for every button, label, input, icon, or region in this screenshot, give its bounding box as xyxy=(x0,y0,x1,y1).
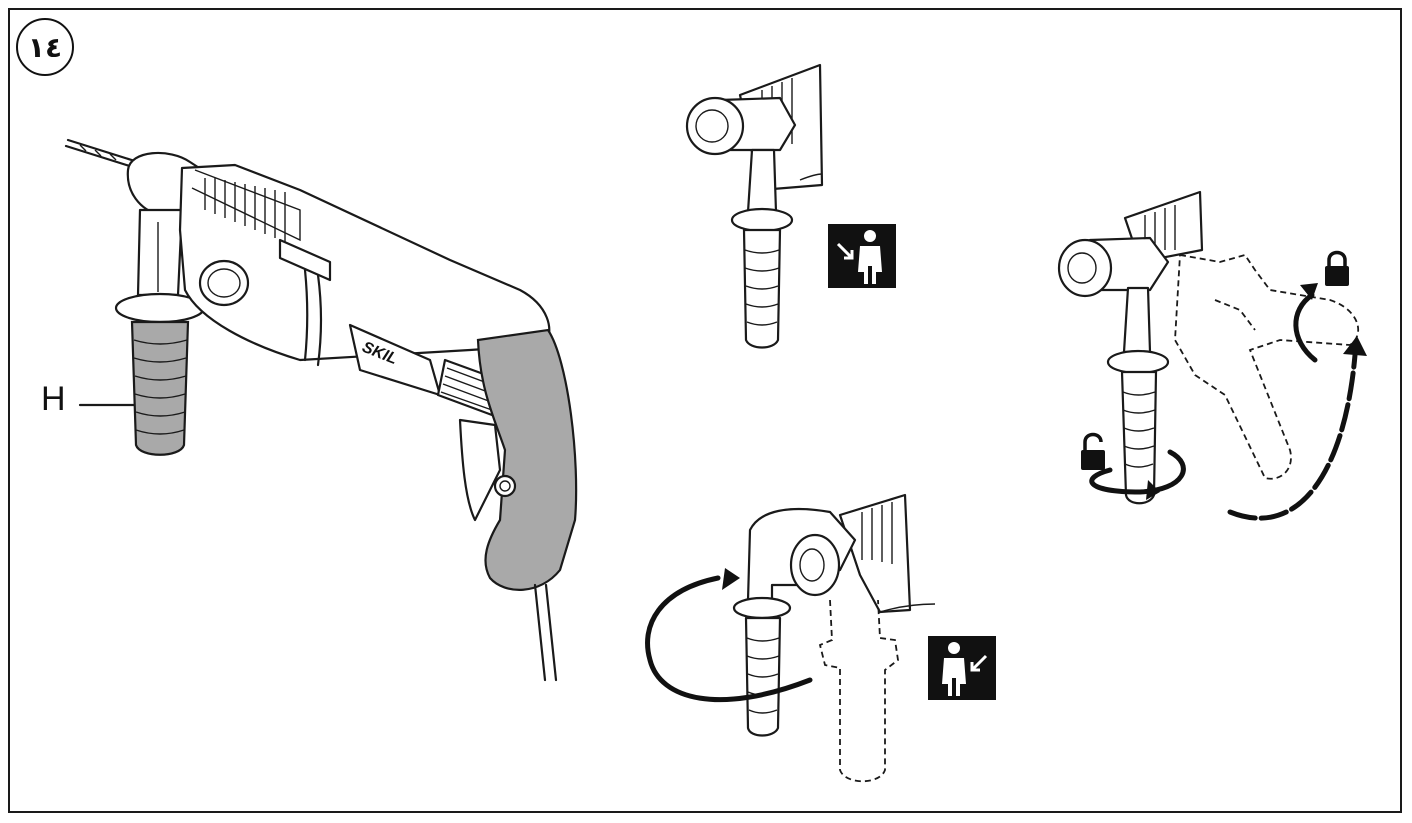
lock-closed-icon xyxy=(1325,250,1349,286)
adjust-view xyxy=(1057,190,1367,521)
person-arrow-left-icon xyxy=(928,636,996,700)
handle-ribs xyxy=(133,339,188,435)
cooling-fins xyxy=(191,169,301,242)
left-hand-view xyxy=(645,493,996,783)
part-label-h: H xyxy=(41,380,66,418)
figure-number-badge: ١٤ xyxy=(16,18,74,76)
person-arrow-right-icon xyxy=(828,224,896,288)
drill-illustration: SKIL xyxy=(64,138,578,682)
auxiliary-handle xyxy=(130,320,190,456)
figure-number: ١٤ xyxy=(27,30,63,64)
right-hand-view xyxy=(685,63,896,349)
lock-open-icon xyxy=(1081,432,1105,470)
main-handle xyxy=(476,328,578,591)
drill-bit xyxy=(64,138,140,170)
